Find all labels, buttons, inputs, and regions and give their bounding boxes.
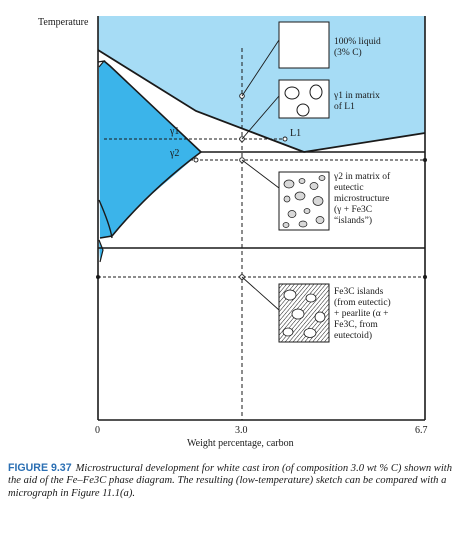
x-tick-3: 3.0 [235,425,248,436]
annotation-gamma2: γ2 in matrix of eutectic microstructure … [333,171,393,226]
point-eutectoid-right [423,275,427,279]
lower-boundary [98,239,104,263]
micro-gamma1 [278,79,330,119]
leader-liquid [241,39,280,97]
ferrite-sliver [99,240,103,262]
x-axis-label: Weight percentage, carbon [187,438,294,449]
micro-gamma2 [278,171,330,231]
figure-number: FIGURE 9.37 [8,462,72,474]
phase-diagram: Temperature Weight percentage, carbon 0 … [38,16,428,449]
alpha-gamma-boundary [98,199,113,239]
y-axis-label: Temperature [38,17,89,28]
L1-label: L1 [290,128,301,139]
annotation-liquid: 100% liquid (3% C) [334,37,383,58]
point-eutectoid-left [96,275,100,279]
leader-fe3c [241,276,280,311]
gamma1-grain [296,103,310,117]
austenite-boundary [99,151,202,239]
austenite-region [99,61,201,238]
solidus-line [103,60,202,153]
gamma1-grain [309,84,323,100]
annotation-gamma1: γ1 in matrix of L1 [333,91,382,112]
gamma1-grain [284,86,300,100]
micro-liquid [278,21,330,69]
top-corner [97,60,106,68]
liquidus-right [303,132,426,153]
leader-gamma1 [241,95,280,140]
annotation-fe3c: Fe3C islands (from eutectic) + pearlite … [334,287,393,341]
micro-fe3c [278,283,330,343]
gamma1-label: γ1 [169,126,179,137]
point-eutectic-left [193,157,199,163]
point-eutectic-right [423,158,427,162]
x-tick-6-7: 6.7 [415,425,428,436]
leader-gamma2 [241,159,280,189]
gamma2-label: γ2 [169,148,179,159]
liquidus-line [97,49,305,153]
x-tick-0: 0 [95,425,100,436]
liquid-region [98,16,425,152]
point-tie1-right [282,136,288,142]
caption-text: Microstructural development for white ca… [8,463,453,499]
